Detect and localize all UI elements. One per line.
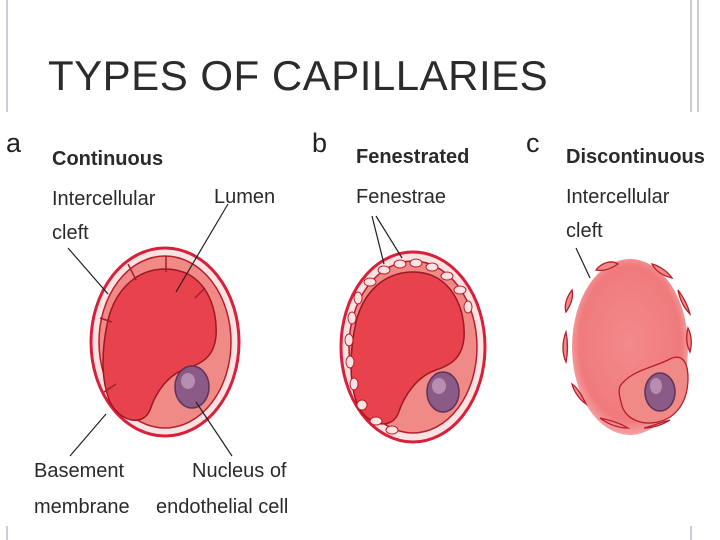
discontinuous-cleft-label-1: Intercellular (566, 186, 670, 208)
continuous-junction-1 (127, 263, 137, 281)
basement-label-1: Basement (34, 460, 125, 482)
frame-bottom-right-mark (690, 526, 692, 540)
cleft-leader-line (67, 247, 109, 295)
panel-letter-a: a (6, 128, 22, 158)
continuous-junction-4 (194, 287, 206, 299)
fenestrae-pores (344, 258, 473, 435)
discontinuous-cleft-leader-line (575, 247, 591, 279)
nucleus-leader-line (195, 401, 233, 457)
frame-left-line (6, 0, 8, 112)
frame-right-line (690, 0, 692, 112)
capillary-diagram: a b c Continuous Intercellular cleft Lum… (0, 122, 720, 540)
capillary-illustrations (67, 203, 692, 457)
continuous-junction-3 (99, 317, 113, 323)
fenestrated-lumen (350, 271, 465, 425)
basement-label-2: membrane (34, 496, 130, 518)
continuous-cleft-label-2: cleft (52, 222, 89, 244)
fenestrae-leader-line-1 (371, 215, 385, 265)
fenestrae-label: Fenestrae (356, 186, 447, 208)
discontinuous-nucleus (644, 372, 676, 412)
slide-title: TYPES OF CAPILLARIES (48, 52, 549, 99)
continuous-cleft-label-1: Intercellular (52, 188, 156, 210)
basement-leader-line (69, 413, 107, 457)
fenestrated-capillary (339, 215, 487, 444)
lumen-leader-line (175, 203, 229, 293)
continuous-junction-5 (103, 383, 117, 393)
fenestrae-leader-line-2 (375, 215, 403, 259)
frame-right-line-2 (697, 0, 699, 112)
panel-letter-b: b (312, 128, 328, 158)
nucleus-label-2: endothelial cell (156, 496, 289, 518)
panel-letter-c: c (526, 128, 540, 158)
discontinuous-capillary (562, 247, 692, 435)
fenestrated-title: Fenestrated (356, 146, 470, 168)
discontinuous-cleft-label-2: cleft (566, 220, 603, 242)
lumen-label: Lumen (214, 186, 276, 208)
continuous-capillary (67, 203, 241, 457)
continuous-title: Continuous (52, 148, 164, 170)
frame-bottom-left-mark (6, 526, 8, 540)
discontinuous-title: Discontinuous (566, 146, 705, 168)
nucleus-label-1: Nucleus of (192, 460, 287, 482)
